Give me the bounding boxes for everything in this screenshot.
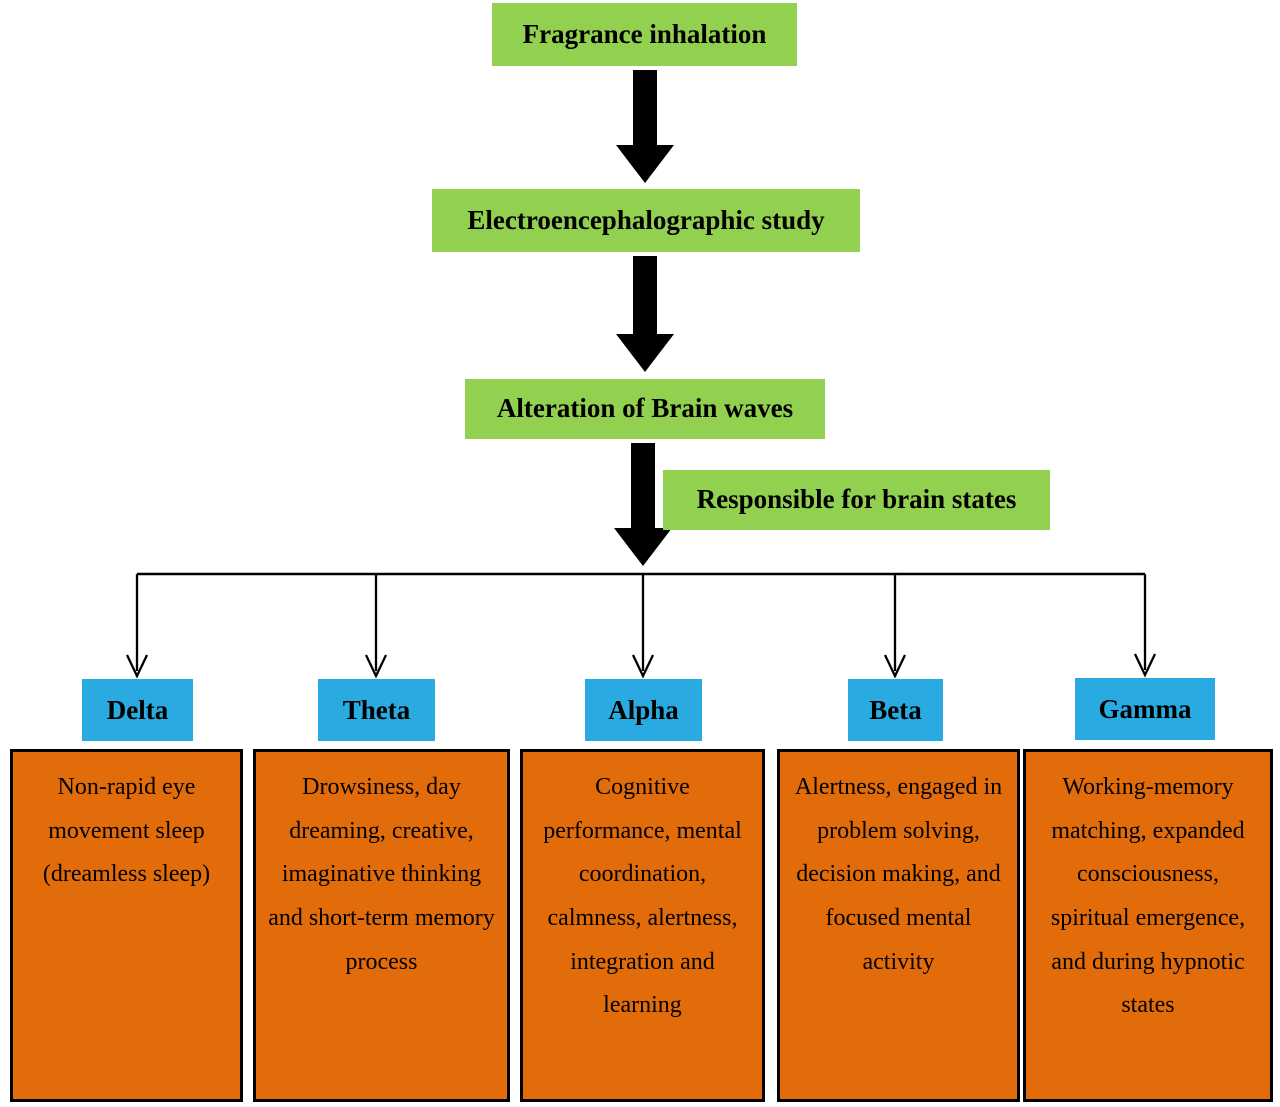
thin-arrowhead-delta xyxy=(125,654,149,679)
wave-description-gamma-text: Working-memory matching, expanded consci… xyxy=(1050,774,1246,1019)
wave-description-alpha-text: Cognitive performance, mental coordinati… xyxy=(543,774,742,1019)
wave-label-gamma-text: Gamma xyxy=(1098,693,1192,724)
wave-description-theta: Drowsiness, day dreaming, creative, imag… xyxy=(253,749,510,1102)
wave-label-theta-text: Theta xyxy=(342,694,411,725)
thick-down-arrow-3 xyxy=(614,443,672,566)
wave-description-gamma: Working-memory matching, expanded consci… xyxy=(1023,749,1273,1102)
wave-description-delta: Non-rapid eye movement sleep (dreamless … xyxy=(10,749,243,1102)
step-fragrance-inhalation-label: Fragrance inhalation xyxy=(522,18,767,49)
wave-label-alpha-text: Alpha xyxy=(608,694,679,725)
wave-label-delta: Delta xyxy=(82,679,193,741)
annotation-label: Responsible for brain states xyxy=(696,484,1017,515)
thin-arrowhead-theta xyxy=(364,654,388,679)
step-alteration-of-brain-waves: Alteration of Brain waves xyxy=(465,379,825,439)
step-electroencephalographic-study: Electroencephalographic study xyxy=(432,189,860,252)
thick-down-arrow-2 xyxy=(616,256,674,372)
wave-description-alpha: Cognitive performance, mental coordinati… xyxy=(520,749,765,1102)
wave-label-beta: Beta xyxy=(848,679,943,741)
wave-description-delta-text: Non-rapid eye movement sleep (dreamless … xyxy=(42,774,211,888)
thin-arrowhead-beta xyxy=(883,654,907,679)
thin-arrowhead-alpha xyxy=(631,654,655,679)
wave-description-theta-text: Drowsiness, day dreaming, creative, imag… xyxy=(268,774,495,975)
wave-label-beta-text: Beta xyxy=(869,694,922,725)
annotation-responsible-for-brain-states: Responsible for brain states xyxy=(663,470,1050,530)
thick-down-arrow-1 xyxy=(616,70,674,183)
wave-label-theta: Theta xyxy=(318,679,435,741)
wave-label-delta-text: Delta xyxy=(106,694,169,725)
wave-description-beta-text: Alertness, engaged in problem solving, d… xyxy=(794,774,1003,975)
step-alteration-of-brain-waves-label: Alteration of Brain waves xyxy=(496,393,794,424)
wave-description-beta: Alertness, engaged in problem solving, d… xyxy=(777,749,1020,1102)
wave-label-alpha: Alpha xyxy=(585,679,702,741)
step-fragrance-inhalation: Fragrance inhalation xyxy=(492,3,797,66)
step-electroencephalographic-study-label: Electroencephalographic study xyxy=(467,204,825,235)
wave-label-gamma: Gamma xyxy=(1075,678,1215,740)
thin-arrowhead-gamma xyxy=(1133,653,1157,678)
